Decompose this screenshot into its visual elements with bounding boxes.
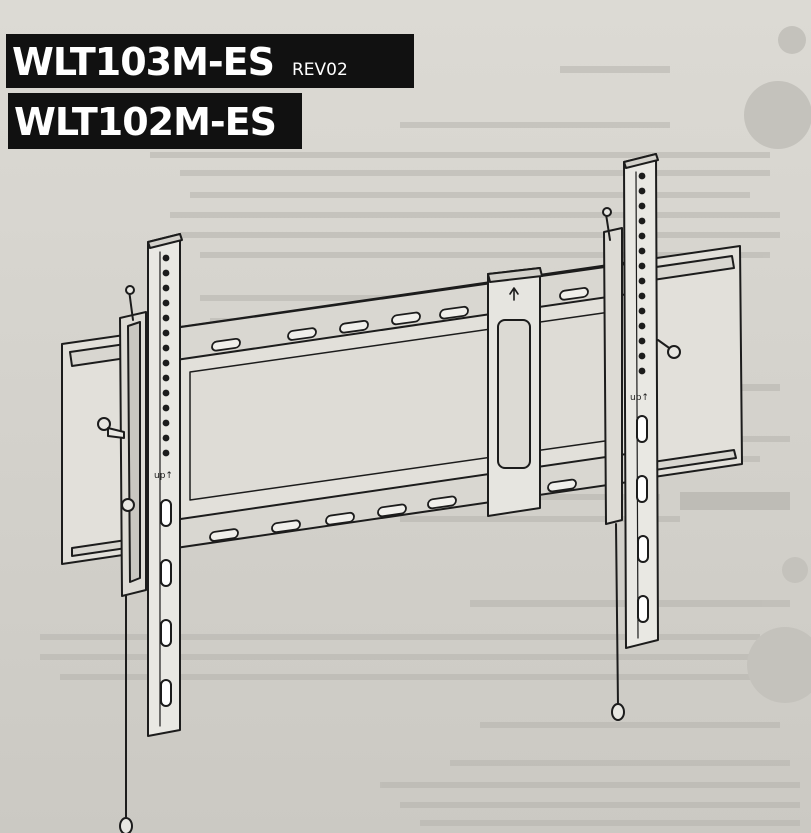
- model-revision: REV02: [292, 60, 348, 80]
- model-label-primary: WLT103M-ES REV02: [6, 34, 414, 88]
- model-name-primary: WLT103M-ES: [12, 40, 275, 84]
- right-clamp: [602, 207, 681, 721]
- left-arm-lower-holes: [160, 499, 172, 707]
- center-bracket: [487, 267, 543, 517]
- model-label-secondary: WLT102M-ES: [8, 93, 302, 149]
- right-arm-holes: [638, 172, 646, 375]
- lower-rail-slots: [209, 478, 577, 542]
- right-vertical-arm: [623, 153, 659, 649]
- left-clamp: [97, 285, 147, 833]
- left-vertical-arm: [147, 233, 183, 737]
- model-name-secondary: WLT102M-ES: [14, 100, 277, 144]
- left-arm-up-marking: up↑: [154, 471, 173, 481]
- right-arm-lower-holes: [636, 415, 649, 623]
- right-arm-up-marking: up↑: [630, 393, 649, 403]
- left-arm-holes: [162, 254, 170, 457]
- upper-rail-slots: [211, 287, 589, 352]
